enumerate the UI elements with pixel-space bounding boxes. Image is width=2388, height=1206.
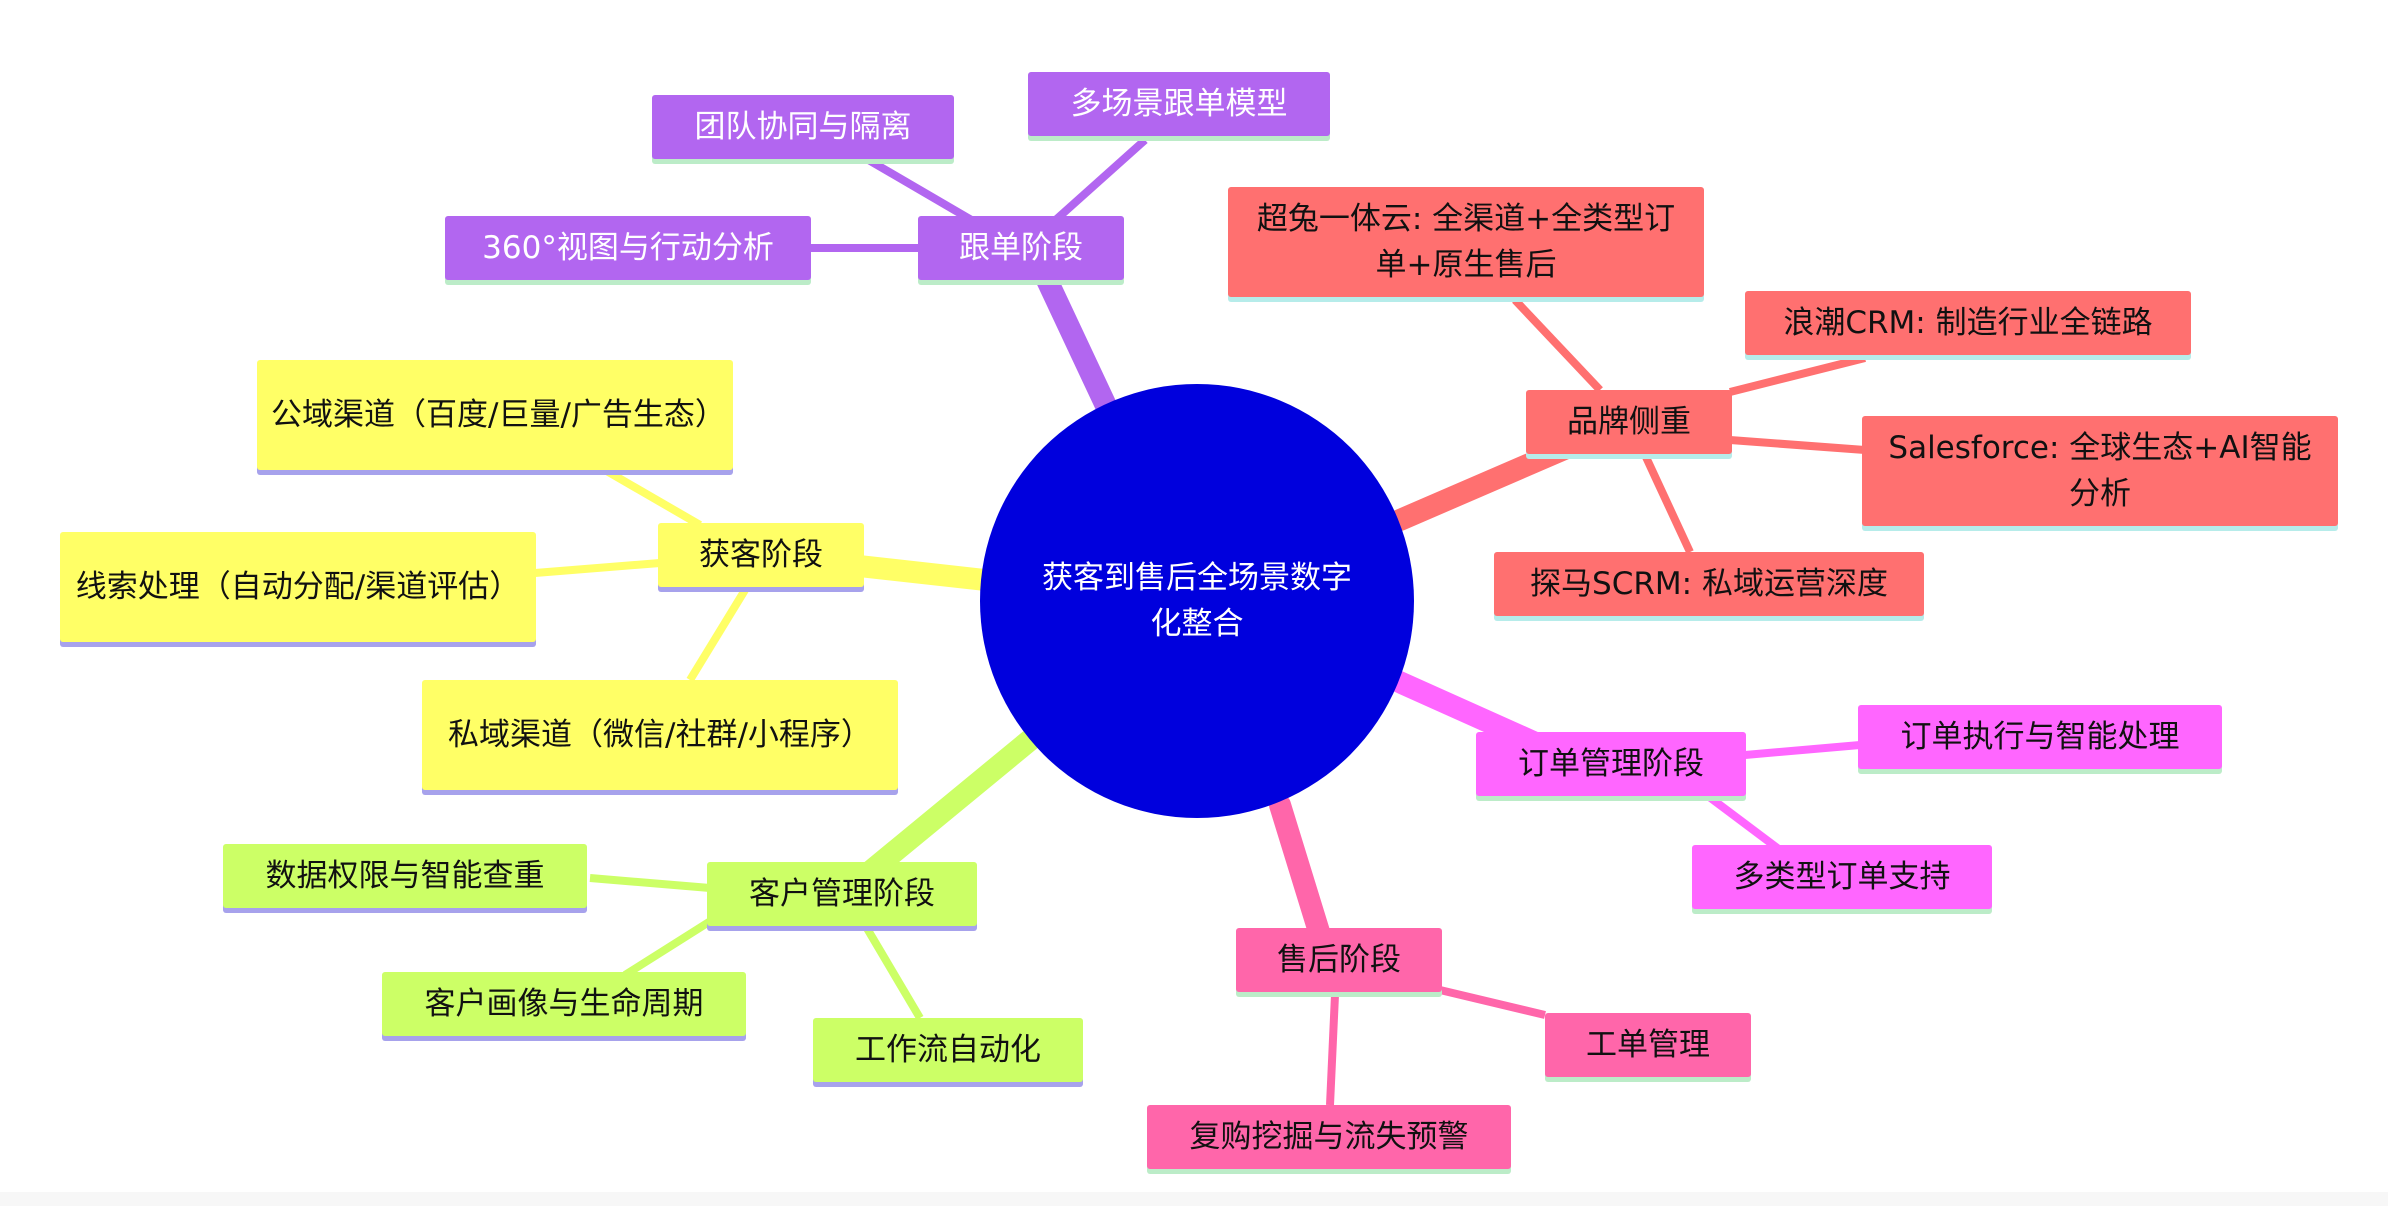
edge-order-2 (1697, 786, 1783, 854)
branch-tracking[interactable]: 跟单阶段 (918, 216, 1124, 280)
customer-child-1-label: 数据权限与智能查重 (265, 858, 545, 894)
brand-child-1[interactable]: 超兔一体云: 全渠道+全类型订单+原生售后 (1228, 187, 1704, 297)
acquisition-child-3[interactable]: 私域渠道（微信/社群/小程序） (422, 680, 898, 790)
root-node-label: 获客到售后全场景数字化整合 (1042, 560, 1352, 642)
branch-aftersales-label: 售后阶段 (1277, 942, 1401, 978)
acquisition-child-1-label: 公域渠道（百度/巨量/广告生态） (271, 397, 726, 433)
edge-cust-3 (861, 922, 924, 1021)
edge-brand-4 (1641, 453, 1694, 554)
order-child-2-label: 多类型订单支持 (1733, 859, 1951, 895)
branch-brand-label: 品牌侧重 (1567, 404, 1691, 440)
branch-acquisition-label: 获客阶段 (699, 537, 823, 573)
branch-acquisition[interactable]: 获客阶段 (658, 523, 864, 587)
brand-child-4-label: 探马SCRM: 私域运营深度 (1530, 566, 1888, 602)
brand-child-2-label: 浪潮CRM: 制造行业全链路 (1783, 305, 2153, 341)
customer-child-3[interactable]: 工作流自动化 (813, 1018, 1083, 1082)
tracking-child-1-label: 多场景跟单模型 (1070, 86, 1288, 122)
order-child-1[interactable]: 订单执行与智能处理 (1858, 705, 2222, 769)
acquisition-child-2-label: 线索处理（自动分配/渠道评估） (75, 569, 521, 605)
edge-cust-1 (589, 874, 711, 892)
edge-brand-3 (1729, 436, 1866, 454)
customer-child-1[interactable]: 数据权限与智能查重 (223, 844, 587, 908)
edge-order-1 (1744, 741, 1861, 759)
customer-child-2[interactable]: 客户画像与生命周期 (382, 972, 746, 1036)
branch-customer-label: 客户管理阶段 (749, 876, 935, 912)
brand-child-1-label: 超兔一体云: 全渠道+全类型订单+原生售后 (1256, 201, 1676, 283)
aftersales-child-1-label: 工单管理 (1586, 1027, 1710, 1063)
root-node[interactable]: 获客到售后全场景数字化整合 (980, 384, 1414, 818)
edge-tracking-2 (857, 151, 983, 229)
tracking-child-2-label: 团队协同与隔离 (694, 109, 912, 145)
edge-acq-3 (686, 587, 749, 683)
brand-child-3-label: Salesforce: 全球生态+AI智能分析 (1888, 430, 2312, 512)
aftersales-child-2[interactable]: 复购挖掘与流失预警 (1147, 1105, 1511, 1169)
edge-acq-1 (602, 466, 703, 529)
customer-child-2-label: 客户画像与生命周期 (424, 986, 704, 1022)
branch-aftersales[interactable]: 售后阶段 (1236, 928, 1442, 992)
branch-customer[interactable]: 客户管理阶段 (707, 862, 977, 926)
acquisition-child-1[interactable]: 公域渠道（百度/巨量/广告生态） (257, 360, 733, 470)
aftersales-child-2-label: 复购挖掘与流失预警 (1189, 1119, 1469, 1155)
tracking-child-2[interactable]: 团队协同与隔离 (652, 95, 954, 159)
brand-child-3[interactable]: Salesforce: 全球生态+AI智能分析 (1862, 416, 2338, 526)
branch-tracking-label: 跟单阶段 (959, 230, 1083, 266)
tracking-child-3[interactable]: 360°视图与行动分析 (445, 216, 811, 280)
order-child-1-label: 订单执行与智能处理 (1900, 719, 2180, 755)
edge-tracking-1 (1047, 137, 1148, 228)
brand-child-2[interactable]: 浪潮CRM: 制造行业全链路 (1745, 291, 2191, 355)
edge-brand-2 (1729, 354, 1866, 396)
edge-root-customer (849, 729, 1041, 891)
branch-order-label: 订单管理阶段 (1518, 746, 1704, 782)
edge-after-1 (1439, 986, 1546, 1019)
branch-order[interactable]: 订单管理阶段 (1476, 732, 1746, 796)
order-child-2[interactable]: 多类型订单支持 (1692, 845, 1992, 909)
edge-brand-1 (1512, 297, 1603, 393)
edge-cust-2 (622, 911, 723, 979)
branch-brand[interactable]: 品牌侧重 (1526, 390, 1732, 454)
acquisition-child-3-label: 私域渠道（微信/社群/小程序） (448, 717, 872, 753)
tracking-child-1[interactable]: 多场景跟单模型 (1028, 72, 1330, 136)
aftersales-child-1[interactable]: 工单管理 (1545, 1013, 1751, 1077)
tracking-child-3-label: 360°视图与行动分析 (482, 230, 774, 266)
customer-child-3-label: 工作流自动化 (855, 1032, 1041, 1068)
footer-strip (0, 1192, 2388, 1206)
edge-after-2 (1326, 994, 1339, 1106)
brand-child-4[interactable]: 探马SCRM: 私域运营深度 (1494, 552, 1924, 616)
edge-root-aftersales (1269, 794, 1331, 946)
edge-acq-2 (534, 559, 661, 577)
acquisition-child-2[interactable]: 线索处理（自动分配/渠道评估） (60, 532, 536, 642)
